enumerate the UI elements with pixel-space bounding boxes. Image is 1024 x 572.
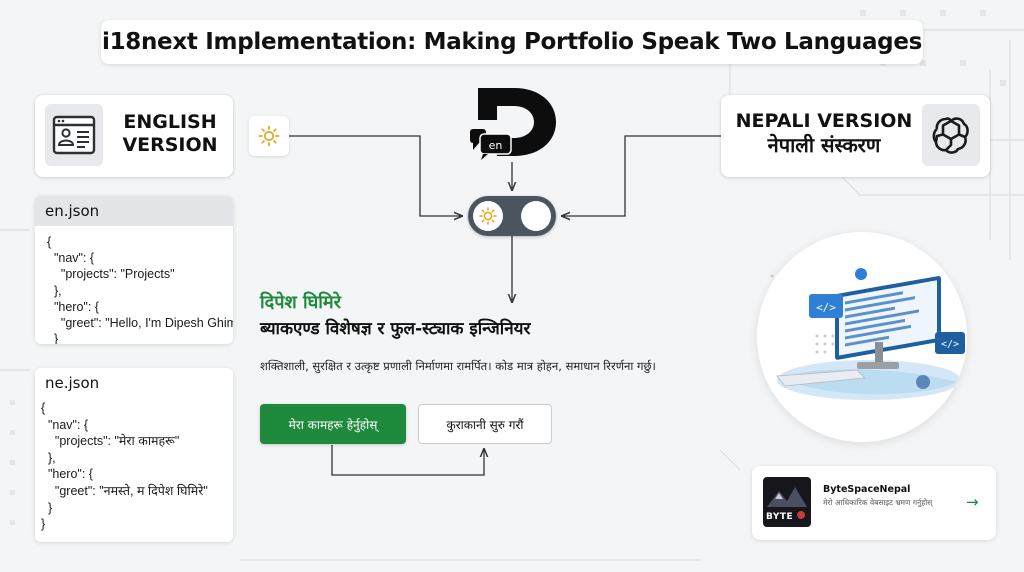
openai-logo-icon (922, 104, 980, 166)
bytespace-title: ByteSpaceNepal (823, 484, 911, 495)
bytespace-subtitle: मेरो आधिकारिक वेबसाइट भ्रमण गर्नुहोस् (823, 498, 933, 507)
english-label-line1: ENGLISH (123, 111, 217, 133)
nepali-version-card: NEPALI VERSION नेपाली संस्करण (721, 95, 990, 177)
english-version-card: ENGLISH VERSION (35, 95, 233, 177)
toggle-knob-en (473, 201, 503, 231)
ne-json-filename: ne.json (35, 368, 233, 398)
en-json-filename: en.json (35, 196, 233, 226)
code-line: "nav": { (47, 251, 95, 266)
nepali-label-line1: NEPALI VERSION (735, 110, 913, 132)
code-line: "hero": { (41, 467, 93, 482)
english-label-line2: VERSION (122, 134, 218, 157)
hero-role: ब्याकएण्ड विशेषज्ञ र फुल-स्ट्याक इन्जिनि… (260, 319, 531, 339)
sun-icon-tile (249, 116, 289, 156)
code-line: } (41, 500, 53, 515)
computer-illustration: </> </> (757, 232, 967, 442)
en-json-card: en.json { "nav": { "projects": "Projects… (35, 196, 233, 344)
start-chat-button[interactable]: कुराकानी सुरु गरौं (418, 404, 552, 444)
diagram-title-text: i18next Implementation: Making Portfolio… (101, 29, 923, 55)
toggle-knob-ne (521, 201, 551, 231)
code-line: "projects": "मेरा कामहरू" (41, 434, 180, 449)
code-line: "greet": "नमस्ते, म दिपेश घिमिरे" (41, 483, 208, 498)
profile-window-icon (45, 104, 103, 166)
bytespace-link-card[interactable]: BYTE ByteSpaceNepal मेरो आधिकारिक वेबसाइ… (752, 466, 996, 540)
code-line: "hero": { (47, 299, 99, 314)
code-line: "greet": "Hello, I'm Dipesh Ghimire" (60, 316, 233, 331)
bytespace-logo-text: BYTE (766, 512, 794, 522)
code-line: } (47, 332, 59, 344)
diagram-title: i18next Implementation: Making Portfolio… (101, 20, 923, 64)
nepali-label-line2: नेपाली संस्करण (767, 133, 881, 158)
code-line: "projects": "Projects" (47, 267, 175, 282)
sun-icon (258, 125, 280, 147)
i18n-logo-icon: en (470, 88, 556, 160)
language-toggle-switch[interactable] (468, 196, 556, 236)
code-line: } (41, 517, 46, 532)
sun-icon (479, 207, 497, 225)
code-line: }, (47, 283, 62, 298)
bytespace-logo: BYTE (763, 477, 811, 527)
ne-json-code: { "nav": { "projects": "मेरा कामहरू" }, … (35, 398, 233, 533)
arrow-right-icon[interactable]: → (966, 493, 979, 511)
nepali-version-label: NEPALI VERSION नेपाली संस्करण (729, 110, 919, 158)
monitor-icon: </> </> (776, 268, 965, 400)
ne-json-card: ne.json { "nav": { "projects": "मेरा काम… (35, 368, 233, 542)
code-line: { (47, 235, 52, 249)
svg-text:</>: </> (816, 301, 836, 314)
english-version-label: ENGLISH VERSION (113, 111, 227, 157)
hero-description: शक्तिशाली, सुरक्षित र उत्कृष्ट प्रणाली न… (260, 359, 656, 373)
code-line: { (41, 401, 46, 415)
code-line: "nav": { (41, 417, 89, 432)
code-line: }, (41, 450, 56, 465)
view-projects-button[interactable]: मेरा कामहरू हेर्नुहोस् (260, 404, 406, 444)
en-json-code: { "nav": { "projects": "Projects" }, "he… (35, 226, 233, 344)
hero-name: दिपेश घिमिरे (260, 292, 342, 313)
en-badge-text: en (489, 139, 503, 152)
svg-text:</>: </> (941, 339, 959, 350)
